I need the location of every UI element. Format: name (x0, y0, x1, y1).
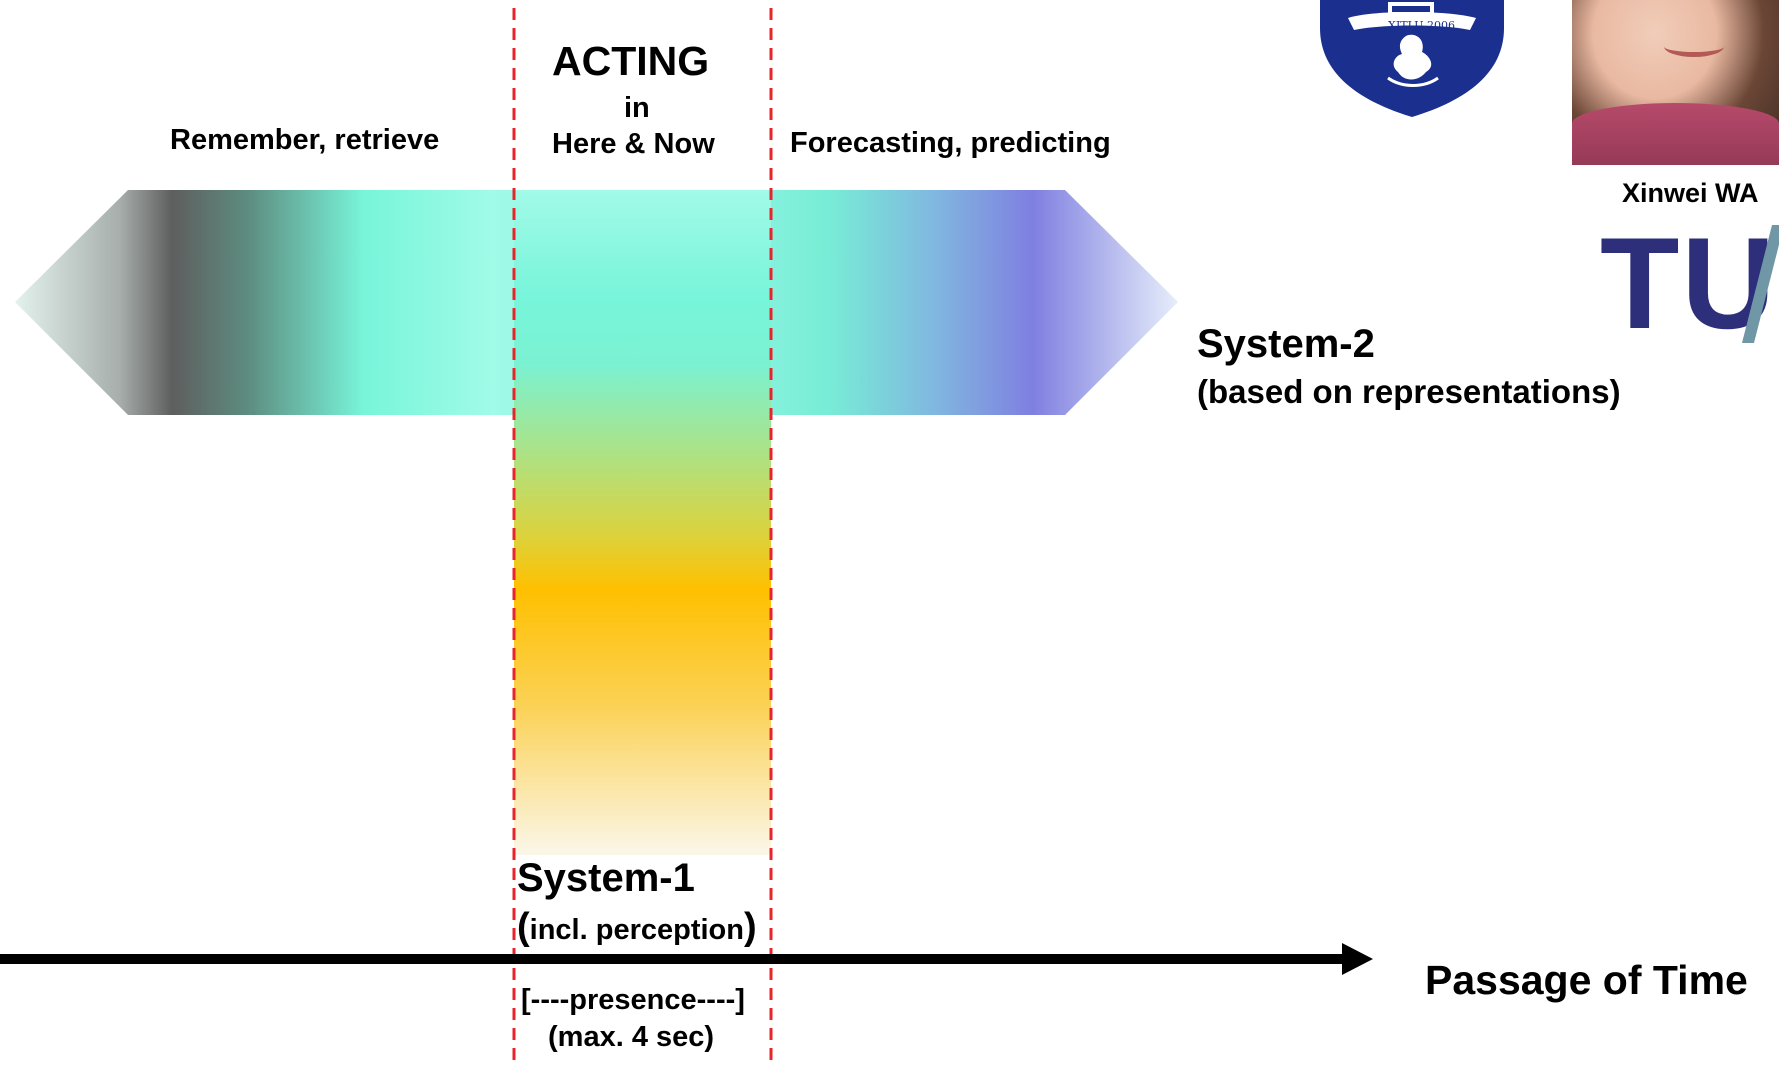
label-acting: ACTING (552, 38, 710, 84)
crest-icon: XJTLU 2006 (1320, 0, 1504, 117)
arrow-right-icon (1342, 943, 1373, 975)
label-forecasting-predicting: Forecasting, predicting (790, 127, 1111, 159)
tu-logo-slash (1742, 225, 1779, 343)
label-system2: System-2 (1197, 322, 1375, 366)
label-system1-subtitle-text: incl. perception (529, 914, 744, 946)
portrait-sweater (1572, 103, 1779, 165)
label-system1-subtitle: (incl. perception) (517, 906, 757, 949)
label-presence: [----presence----] (521, 984, 745, 1016)
label-passage-of-time: Passage of Time (1425, 957, 1748, 1003)
crest-motto: XJTLU 2006 (1388, 19, 1455, 32)
portrait-photo (1572, 0, 1779, 165)
system1-column (514, 190, 771, 855)
label-system2-subtitle: (based on representations) (1197, 373, 1621, 410)
portrait-smile (1664, 36, 1724, 57)
tu-logo: TU (1600, 210, 1778, 356)
paren-open: ( (517, 906, 530, 948)
person-name: Xinwei WA (1622, 178, 1759, 208)
label-system1: System-1 (517, 856, 695, 900)
label-remember-retrieve: Remember, retrieve (170, 124, 440, 156)
paren-close: ) (743, 906, 757, 948)
label-max-duration: (max. 4 sec) (548, 1021, 715, 1053)
label-here-and-now: Here & Now (552, 128, 715, 160)
label-in: in (624, 92, 650, 124)
